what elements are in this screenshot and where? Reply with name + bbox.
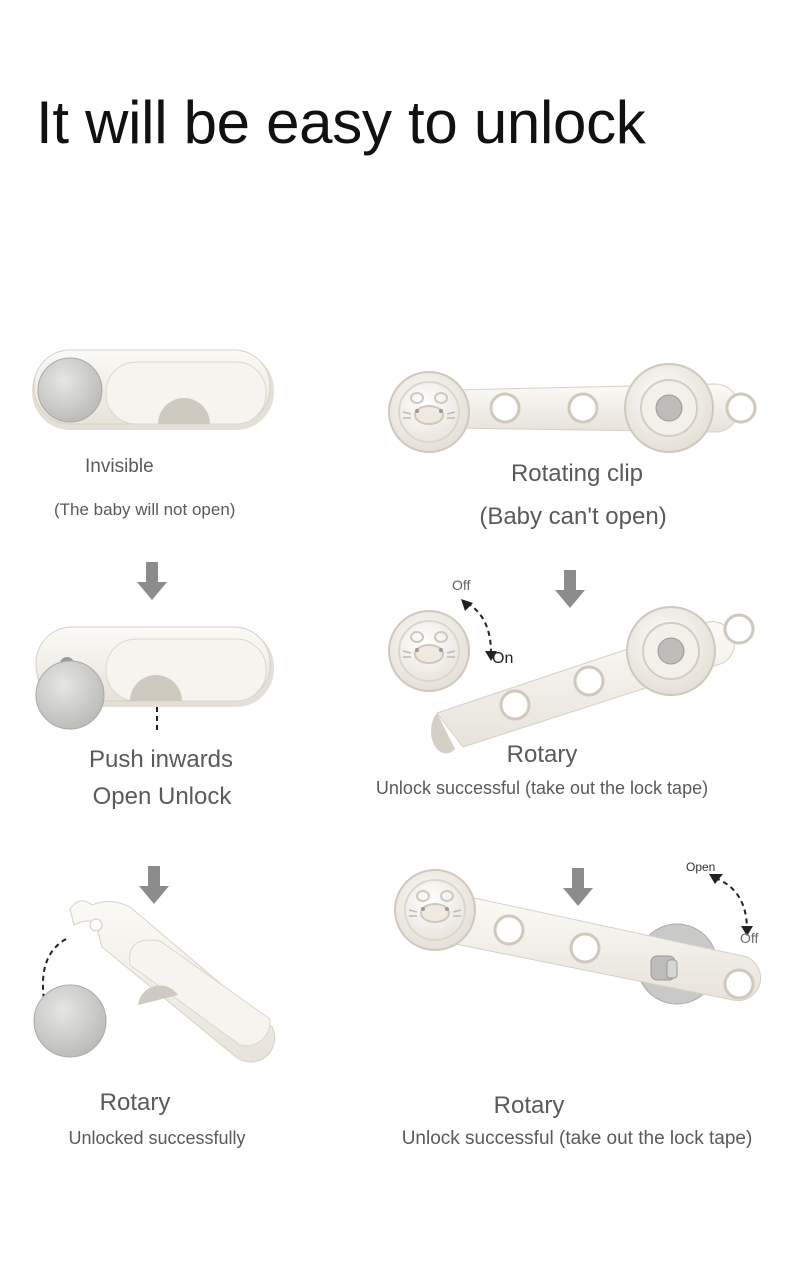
- invisible-lock-illustration: [32, 349, 274, 430]
- rotary-unlock-illustration: [388, 599, 755, 754]
- rotate-arrow-icon: [714, 877, 748, 931]
- rotating-clip-label: Rotating clip: [510, 460, 644, 487]
- invisible-sub: (The baby will not open): [54, 500, 236, 519]
- rotary-unlocked-illustration: [33, 900, 276, 1063]
- rotary-label-3: Rotary: [99, 1089, 171, 1116]
- push-inwards-sub: Open Unlock: [92, 783, 232, 810]
- down-arrow-icon: [137, 562, 167, 600]
- rotating-clip-sub: (Baby can't open): [479, 503, 667, 530]
- push-inwards-label: Push inwards: [88, 746, 234, 773]
- rotary-label-2: Rotary: [506, 741, 578, 768]
- off-label: Off: [452, 577, 471, 593]
- rotary-sub-3: Unlocked successfully: [68, 1128, 246, 1148]
- page-title: It will be easy to unlock: [36, 89, 646, 156]
- on-label: On: [492, 650, 514, 667]
- off-label-2: Off: [740, 930, 759, 946]
- push-inwards-illustration: [35, 626, 274, 733]
- open-label: Open: [686, 860, 716, 874]
- rotate-arrow-icon: [466, 602, 492, 654]
- invisible-label: Invisible: [85, 456, 154, 477]
- rotary-sub-4: Unlock successful (take out the lock tap…: [401, 1128, 753, 1149]
- rotating-clip-illustration: [388, 363, 757, 453]
- rotary-open-illustration: [394, 869, 762, 1005]
- rotary-label-4: Rotary: [493, 1092, 565, 1119]
- rotary-sub-2: Unlock successful (take out the lock tap…: [375, 778, 709, 798]
